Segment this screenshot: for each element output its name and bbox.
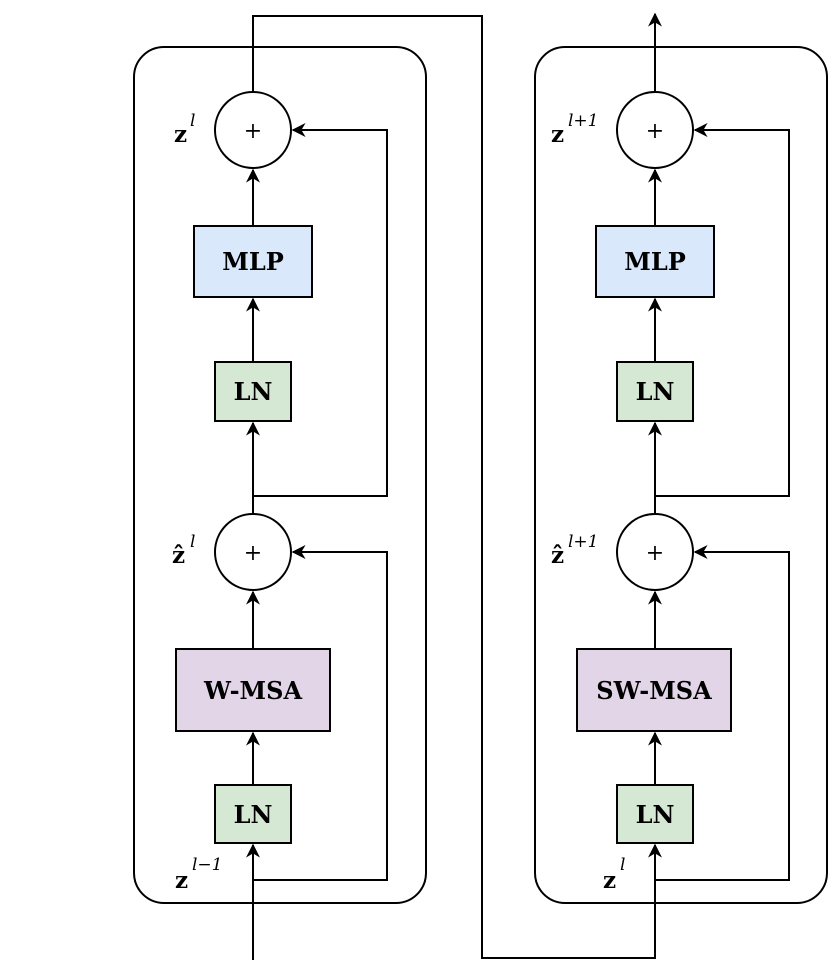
block-1-input-label: z l−1 [175, 855, 223, 894]
block-1-skip-connection-top [253, 123, 388, 497]
block-2-skip-connection-top [655, 123, 790, 497]
block-1-mlp-label: MLP [222, 247, 284, 276]
block-2-container [534, 46, 828, 904]
block-1-add-top-symbol: + [244, 119, 262, 144]
block-1-add-bottom-symbol: + [244, 541, 262, 566]
block-2-ln-bottom-label: LN [636, 800, 675, 829]
block-2-output-label: z l+1 [551, 111, 599, 148]
block-1-mlp-box [193, 225, 313, 298]
block-2-mlp-label: MLP [624, 247, 686, 276]
svg-text:z: z [174, 121, 187, 148]
block-1-attention-label: W-MSA [203, 676, 303, 705]
svg-text:l+1: l+1 [568, 532, 599, 552]
block-2-attention-label: SW-MSA [596, 676, 712, 705]
inter-block-connector [252, 15, 662, 959]
block-1-container [133, 46, 427, 904]
svg-text:z: z [603, 867, 616, 894]
block-1-intermediate-label: ẑ l [172, 532, 195, 569]
block-1: + + MLP LN W-MSA LN z l ẑ l [133, 46, 427, 960]
block-2-ln-top-label: LN [636, 377, 675, 406]
block-2-ln-bottom-box [616, 784, 694, 844]
block-2-add-top-symbol: + [646, 119, 664, 144]
block-2-mlp-box [595, 225, 715, 298]
block-1-ln-bottom-label: LN [234, 800, 273, 829]
svg-text:l−1: l−1 [192, 855, 223, 875]
svg-text:l: l [190, 111, 195, 131]
block-1-output-label: z l [174, 111, 195, 148]
block-2-intermediate-label: ẑ l+1 [551, 532, 599, 569]
block-2-skip-connection-bottom [655, 545, 790, 881]
block-1-ln-top-box [214, 361, 292, 422]
svg-text:l+1: l+1 [568, 111, 599, 131]
block-2-add-bottom-symbol: + [646, 541, 664, 566]
block-1-ln-top-label: LN [234, 377, 273, 406]
block-2: + + MLP LN SW-MSA LN z l+1 ẑ l+1 z l [534, 12, 828, 904]
svg-text:z: z [175, 867, 188, 894]
svg-text:z: z [551, 121, 564, 148]
block-2-input-label: z l [603, 855, 625, 894]
block-1-attention-box [175, 648, 331, 732]
svg-text:ẑ: ẑ [172, 542, 185, 569]
svg-text:ẑ: ẑ [551, 542, 564, 569]
svg-text:l: l [190, 532, 195, 552]
block-1-skip-connection-bottom [253, 545, 388, 881]
svg-text:l: l [620, 855, 625, 875]
block-2-attention-box [576, 648, 732, 732]
